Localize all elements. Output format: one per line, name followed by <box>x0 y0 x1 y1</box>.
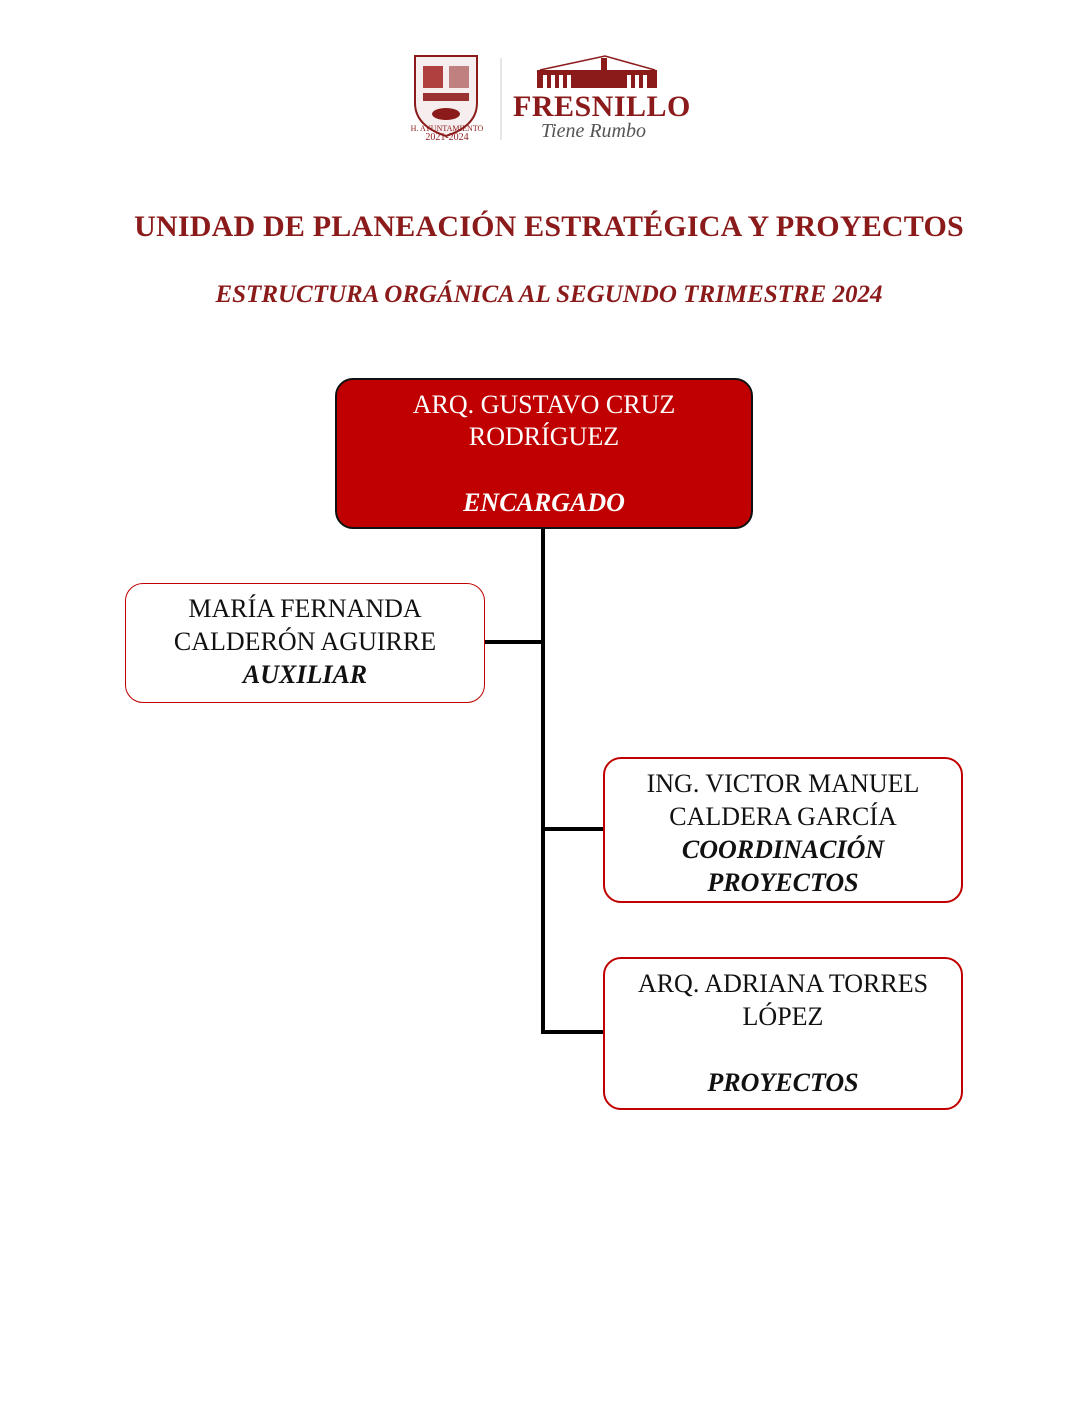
brand-tagline: Tiene Rumbo <box>541 120 646 142</box>
connector-vertical <box>541 528 545 1034</box>
node-name: ING. VICTOR MANUEL <box>646 769 920 798</box>
node-name: ARQ. GUSTAVO CRUZ <box>412 390 676 419</box>
node-name: RODRÍGUEZ <box>468 422 620 451</box>
seal-icon <box>414 55 657 140</box>
org-node-auxiliar: MARÍA FERNANDA CALDERÓN AGUIRRE AUXILIAR <box>125 583 485 703</box>
node-name: LÓPEZ <box>742 1002 824 1031</box>
seal-text-top: H. AYUNTAMIENTO <box>410 124 484 133</box>
node-name: CALDERA GARCÍA <box>669 802 897 831</box>
node-role: ENCARGADO <box>463 488 625 517</box>
municipal-logo: H. AYUNTAMIENTO 2021-2024 FRESNILLO Tien… <box>405 48 695 148</box>
seal-caption: H. AYUNTAMIENTO 2021-2024 <box>405 124 489 143</box>
org-node-coordinacion: ING. VICTOR MANUEL CALDERA GARCÍA COORDI… <box>603 757 963 903</box>
page-title: UNIDAD DE PLANEACIÓN ESTRATÉGICA Y PROYE… <box>134 210 964 243</box>
connector-coordinacion <box>543 827 603 831</box>
org-node-proyectos: ARQ. ADRIANA TORRES LÓPEZ PROYECTOS <box>603 957 963 1110</box>
node-role: COORDINACIÓN <box>681 835 885 864</box>
org-node-encargado: ARQ. GUSTAVO CRUZ RODRÍGUEZ ENCARGADO <box>335 378 753 529</box>
node-role: PROYECTOS <box>707 868 859 897</box>
node-name: CALDERÓN AGUIRRE <box>173 627 437 656</box>
seal-text-years: 2021-2024 <box>425 132 469 143</box>
node-role: AUXILIAR <box>242 660 368 689</box>
node-name: MARÍA FERNANDA <box>188 594 422 623</box>
brand-name: FRESNILLO <box>513 90 691 123</box>
page-subtitle: ESTRUCTURA ORGÁNICA AL SEGUNDO TRIMESTRE… <box>215 281 883 308</box>
node-name: ARQ. ADRIANA TORRES <box>637 969 929 998</box>
connector-auxiliar <box>484 640 543 644</box>
node-role: PROYECTOS <box>707 1068 859 1097</box>
connector-proyectos <box>543 1030 603 1034</box>
